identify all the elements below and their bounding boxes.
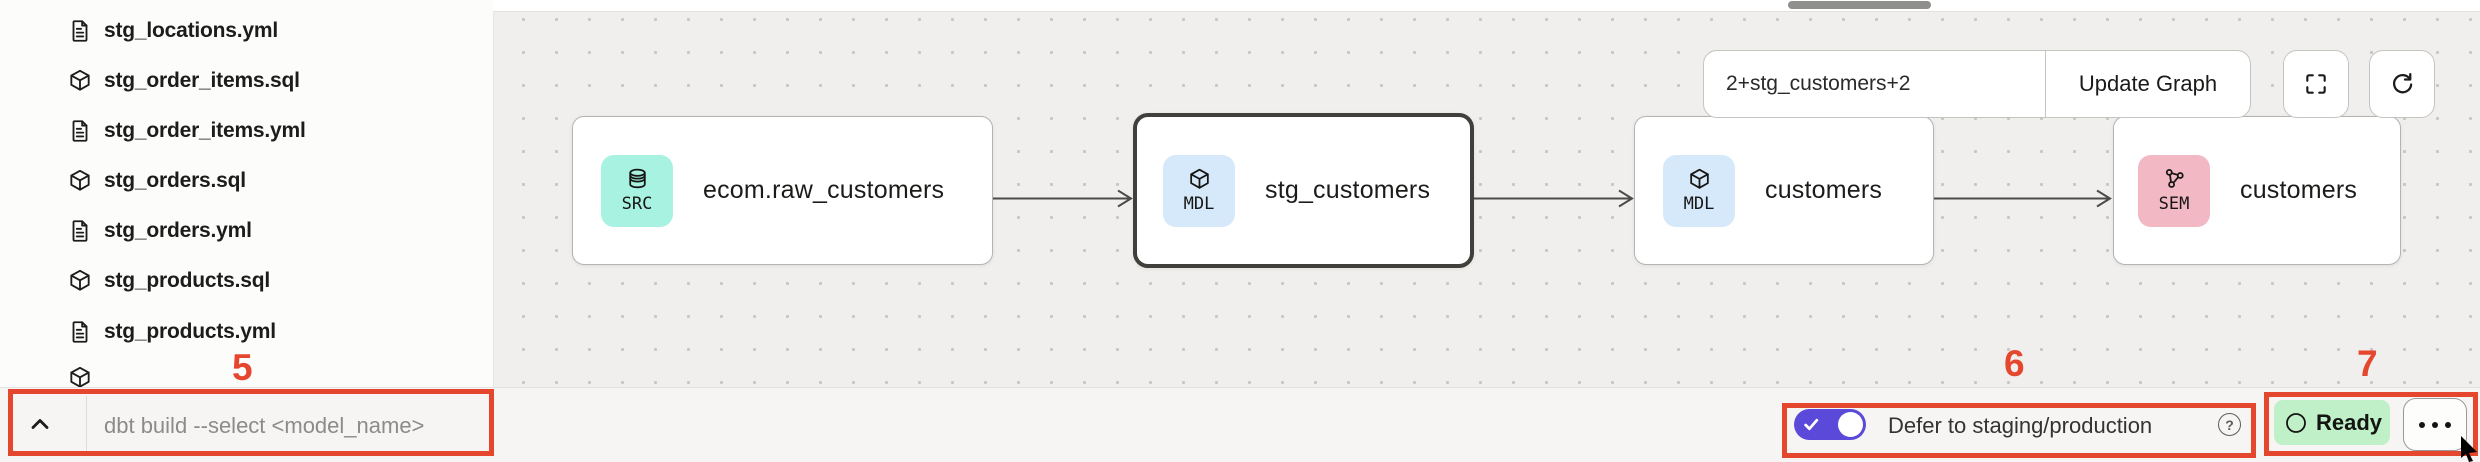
refresh-button[interactable] bbox=[2369, 50, 2435, 118]
mouse-cursor bbox=[2461, 436, 2477, 462]
update-graph-button[interactable]: Update Graph bbox=[2045, 51, 2250, 117]
expand-panel-button[interactable] bbox=[26, 410, 54, 438]
file-item-stg-locations-yml[interactable]: stg_locations.yml bbox=[0, 6, 493, 56]
fullscreen-icon bbox=[2306, 74, 2326, 94]
more-options-button[interactable] bbox=[2403, 398, 2467, 451]
file-name: stg_locations.yml bbox=[104, 19, 278, 42]
command-input[interactable]: dbt build --select <model_name> bbox=[104, 412, 425, 438]
file-item-partial[interactable] bbox=[0, 357, 493, 407]
file-item-stg-products-sql[interactable]: stg_products.sql bbox=[0, 256, 493, 306]
file-item-stg-orders-yml[interactable]: stg_orders.yml bbox=[0, 206, 493, 256]
dot bbox=[2419, 421, 2425, 428]
canvas-top-strip bbox=[493, 0, 2480, 12]
lineage-node-customers-model[interactable]: MDL customers bbox=[1634, 116, 1934, 265]
yml-file-icon bbox=[67, 218, 93, 244]
file-name: stg_products.sql bbox=[104, 269, 270, 292]
node-type-label: SRC bbox=[621, 194, 653, 214]
node-label: stg_customers bbox=[1265, 176, 1431, 204]
file-item-stg-products-yml[interactable]: stg_products.yml bbox=[0, 307, 493, 357]
cube-icon bbox=[1689, 168, 1709, 189]
model-cube-icon bbox=[67, 268, 93, 294]
semantic-graph-icon bbox=[2165, 169, 2184, 188]
defer-toggle[interactable] bbox=[1794, 409, 1866, 440]
file-tree-sidebar: stg_locations.yml stg_order_items.sql st… bbox=[0, 0, 494, 388]
node-type-label: MDL bbox=[1183, 194, 1215, 214]
check-icon bbox=[1804, 418, 1819, 431]
file-item-stg-order-items-sql[interactable]: stg_order_items.sql bbox=[0, 56, 493, 106]
yml-file-icon bbox=[67, 18, 93, 44]
lineage-node-customers-semantic[interactable]: SEM customers bbox=[2113, 116, 2401, 265]
horizontal-scrollbar-thumb[interactable] bbox=[1788, 1, 1931, 9]
dot bbox=[2445, 421, 2451, 428]
chevron-up-icon bbox=[31, 419, 49, 429]
file-name: stg_order_items.yml bbox=[104, 119, 306, 142]
model-badge: MDL bbox=[1163, 154, 1235, 227]
node-type-label: MDL bbox=[1683, 194, 1715, 214]
lineage-node-ecom-raw-customers[interactable]: SRC ecom.raw_customers bbox=[572, 116, 993, 265]
fullscreen-button[interactable] bbox=[2283, 50, 2349, 118]
edge-arrow-mdl-to-sem bbox=[1934, 189, 2112, 208]
file-name: stg_products.yml bbox=[104, 320, 276, 343]
model-cube-icon bbox=[67, 365, 93, 391]
node-type-label: SEM bbox=[2158, 194, 2190, 214]
node-label: customers bbox=[2240, 176, 2358, 204]
status-badge-ready[interactable]: Ready bbox=[2274, 400, 2390, 445]
lineage-node-stg-customers-selected[interactable]: MDL stg_customers bbox=[1133, 113, 1474, 268]
file-item-stg-order-items-yml[interactable]: stg_order_items.yml bbox=[0, 106, 493, 156]
yml-file-icon bbox=[67, 319, 93, 345]
node-label: ecom.raw_customers bbox=[703, 176, 945, 204]
graph-selector-input[interactable] bbox=[1704, 51, 2045, 117]
semantic-badge: SEM bbox=[2138, 154, 2210, 227]
file-item-stg-orders-sql[interactable]: stg_orders.sql bbox=[0, 156, 493, 206]
edge-arrow-stg-to-mdl bbox=[1474, 189, 1634, 208]
yml-file-icon bbox=[67, 118, 93, 144]
status-label: Ready bbox=[2316, 409, 2383, 435]
graph-selector-group: Update Graph bbox=[1703, 50, 2251, 118]
file-name: stg_orders.yml bbox=[104, 219, 252, 242]
dot bbox=[2432, 421, 2438, 428]
command-bar-divider bbox=[86, 396, 87, 454]
help-icon[interactable]: ? bbox=[2218, 413, 2241, 436]
file-name: stg_order_items.sql bbox=[104, 69, 300, 92]
node-label: customers bbox=[1765, 176, 1883, 204]
source-badge: SRC bbox=[601, 154, 673, 227]
refresh-icon bbox=[2392, 72, 2412, 93]
model-cube-icon bbox=[67, 168, 93, 194]
toggle-knob bbox=[1838, 412, 1863, 437]
edge-arrow-src-to-stg bbox=[993, 189, 1133, 208]
status-circle-icon bbox=[2286, 412, 2306, 433]
defer-label: Defer to staging/production bbox=[1888, 412, 2153, 438]
bottom-command-bar: dbt build --select <model_name> Defer to… bbox=[0, 387, 2480, 462]
database-icon bbox=[628, 168, 646, 189]
cube-icon bbox=[1189, 168, 1209, 189]
file-name: stg_orders.sql bbox=[104, 169, 246, 192]
model-cube-icon bbox=[67, 68, 93, 94]
model-badge: MDL bbox=[1663, 154, 1735, 227]
